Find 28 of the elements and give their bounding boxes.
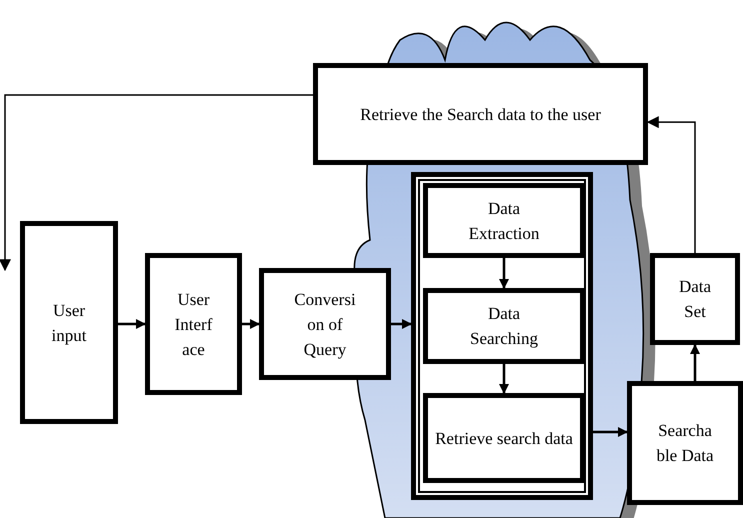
process-box: [423, 183, 585, 258]
arrow: [0, 94, 313, 272]
arrow: [499, 364, 509, 394]
box-label: Data Set: [678, 276, 712, 323]
arrow: [242, 319, 260, 329]
process-box: [145, 253, 242, 395]
box-label: Searcha ble Data: [655, 420, 715, 467]
arrow: [690, 344, 700, 381]
box-label: User input: [50, 300, 88, 347]
arrow: [391, 319, 412, 329]
group-box: [411, 172, 593, 500]
box-label: Retrieve the Search data to the user: [359, 104, 602, 126]
process-box: [20, 221, 118, 424]
process-box: [627, 381, 743, 505]
process-box: [650, 253, 740, 345]
box-label: Data Searching: [469, 303, 539, 350]
process-box: [423, 393, 585, 483]
arrow: [593, 427, 628, 437]
box-label: User Interf ace: [174, 288, 214, 360]
arrow: [646, 116, 696, 253]
process-box: [313, 63, 648, 165]
arrow: [118, 319, 146, 329]
box-label: Data Extraction: [468, 198, 540, 244]
box-label: Conversi on of Query: [293, 288, 357, 361]
box-label: Retrieve search data: [434, 428, 574, 450]
arrow: [499, 258, 509, 289]
process-box: [259, 268, 391, 380]
process-box: [423, 288, 585, 364]
